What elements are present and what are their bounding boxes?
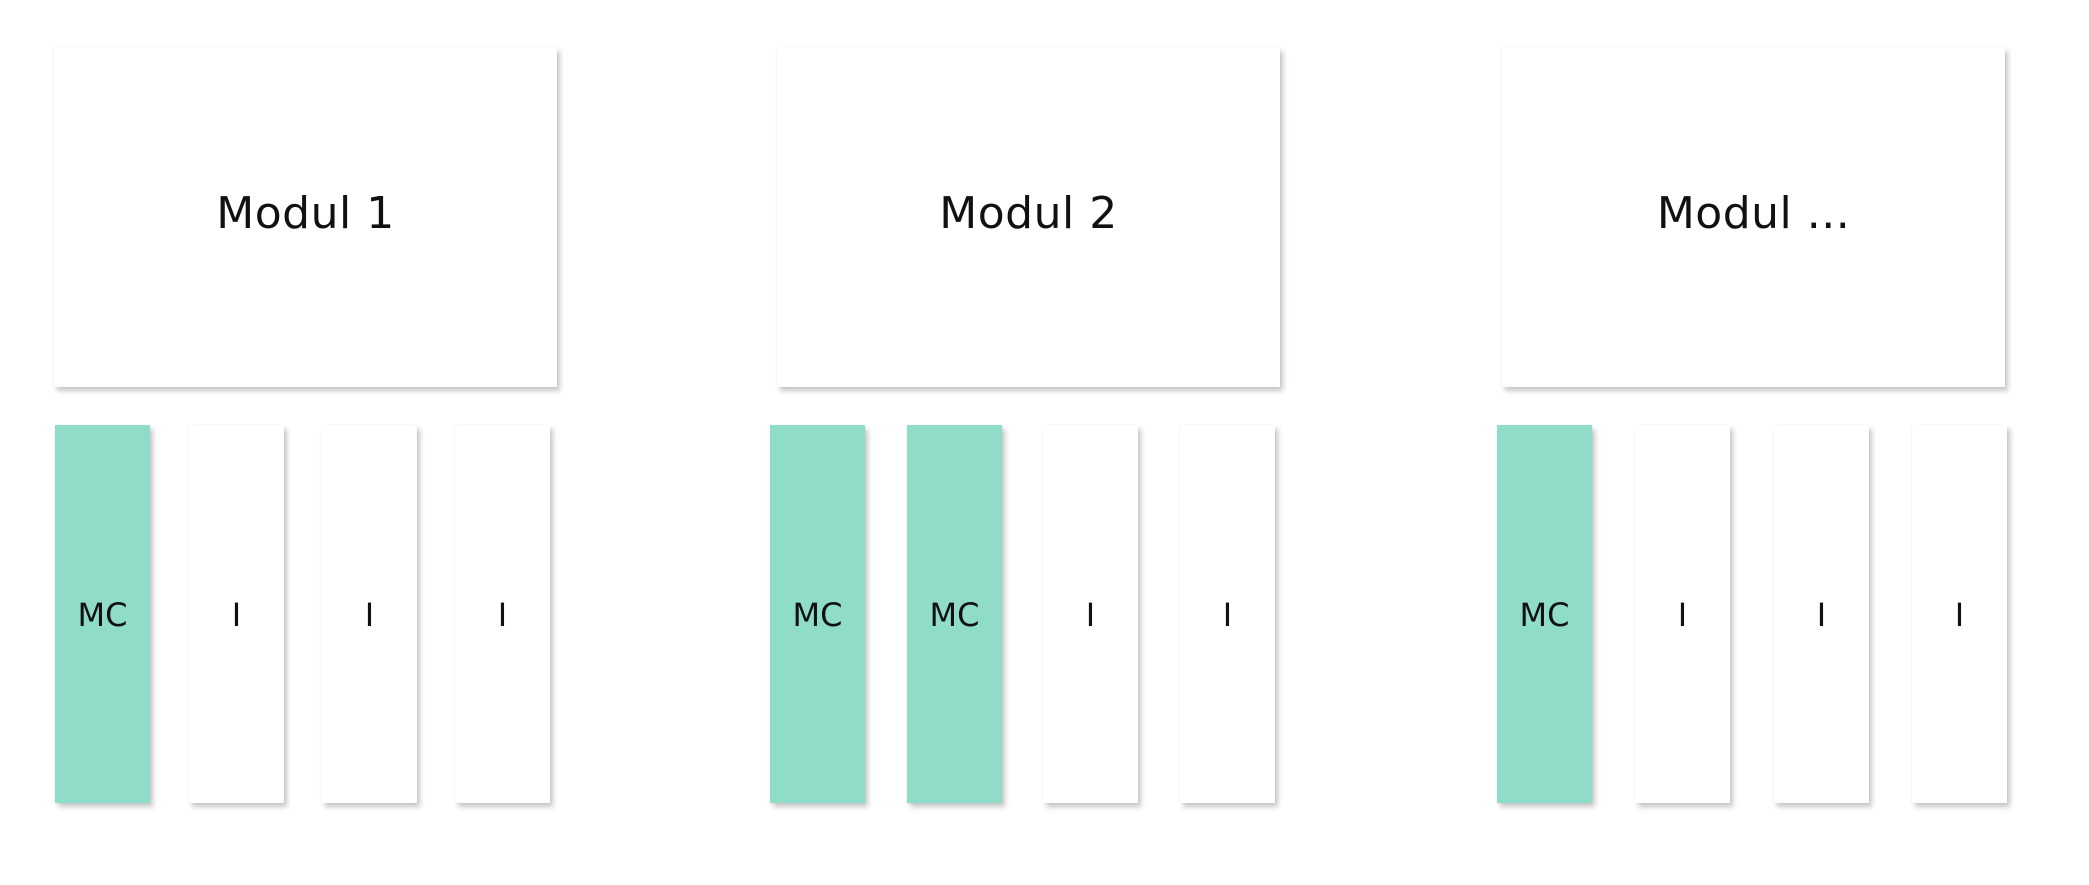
module-1-item-1: MC [55,425,150,803]
module-card-3: Modul ... [1502,47,2005,387]
module-1-item-3-label: I [364,596,375,634]
module-3-item-2-label: I [1677,596,1688,634]
module-2-item-2: MC [907,425,1002,803]
module-group-2: Modul 2 MC MC I I [770,0,1297,885]
module-1-item-2-label: I [231,596,242,634]
module-title-2: Modul 2 [939,187,1118,239]
module-card-2: Modul 2 [777,47,1280,387]
module-title-1: Modul 1 [216,187,395,239]
module-2-item-2-label: MC [929,596,980,634]
module-group-1: Modul 1 MC I I I [54,0,574,885]
module-title-3: Modul ... [1656,187,1851,239]
module-2-item-4: I [1180,425,1275,803]
module-card-1: Modul 1 [54,47,557,387]
module-group-3: Modul ... MC I I I [1497,0,2022,885]
module-3-item-1-label: MC [1519,596,1570,634]
module-1-item-4: I [455,425,550,803]
module-3-item-4-label: I [1954,596,1965,634]
module-2-item-1: MC [770,425,865,803]
module-2-item-3: I [1043,425,1138,803]
module-1-item-4-label: I [497,596,508,634]
module-3-item-3: I [1774,425,1869,803]
module-1-item-2: I [189,425,284,803]
module-3-item-4: I [1912,425,2007,803]
module-1-item-1-label: MC [77,596,128,634]
module-3-item-1: MC [1497,425,1592,803]
module-2-item-4-label: I [1222,596,1233,634]
module-2-item-1-label: MC [792,596,843,634]
module-2-item-3-label: I [1085,596,1096,634]
module-3-item-3-label: I [1816,596,1827,634]
module-3-item-2: I [1635,425,1730,803]
module-1-item-3: I [322,425,417,803]
